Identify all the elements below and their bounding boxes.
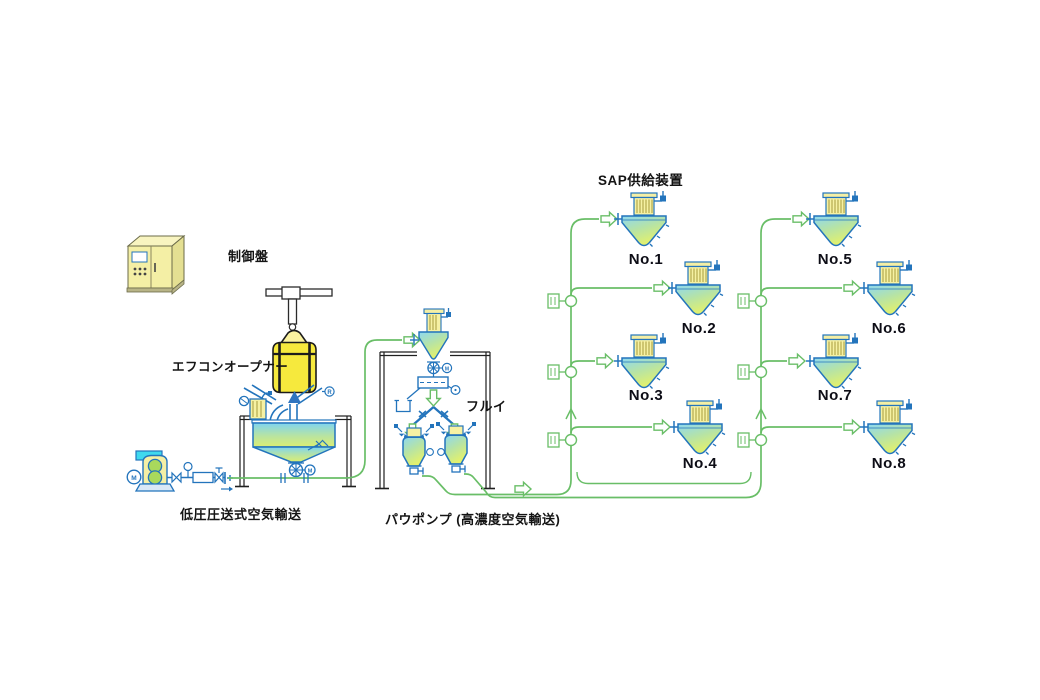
receiver-7 bbox=[805, 332, 862, 390]
sieve-rotary-valve: M bbox=[427, 361, 453, 375]
motor-symbol: M bbox=[131, 475, 136, 482]
label-receiver-6: No.6 bbox=[871, 320, 907, 337]
label-bag-opener: エフコンオープナー bbox=[172, 360, 289, 374]
panel-screen bbox=[131, 251, 148, 263]
control-panel bbox=[126, 234, 186, 295]
label-receiver-5: No.5 bbox=[817, 251, 853, 268]
bag-opener-station: R M bbox=[235, 384, 356, 488]
receiving-hopper: M bbox=[251, 419, 337, 478]
blower-piping bbox=[167, 461, 233, 492]
dust-filter-unit bbox=[238, 391, 272, 420]
receiver-4 bbox=[669, 398, 726, 456]
label-sieve: フルイ bbox=[466, 399, 507, 414]
label-sap-feeder-title: SAP供給装置 bbox=[598, 173, 684, 188]
pow-pump-2 bbox=[435, 421, 477, 474]
receiver-8 bbox=[859, 398, 916, 456]
regulator-symbol: R bbox=[327, 390, 332, 396]
motor-symbol: M bbox=[445, 366, 449, 372]
receiver-1 bbox=[613, 190, 670, 248]
label-receiver-8: No.8 bbox=[871, 455, 907, 472]
pump-frame bbox=[375, 351, 495, 490]
label-pow-pump-line: パウポンプ (高濃度空気輸送) bbox=[385, 512, 561, 527]
distribution-piping bbox=[422, 218, 842, 499]
flow-arrows bbox=[514, 211, 861, 497]
conveying-line-low-pressure bbox=[228, 332, 421, 483]
label-control-panel: 制御盤 bbox=[228, 249, 269, 264]
label-low-pressure-line: 低圧圧送式空気輸送 bbox=[180, 507, 302, 522]
receiver-6 bbox=[859, 259, 916, 317]
sieve-unit bbox=[394, 373, 461, 413]
blower-unit: M bbox=[126, 450, 233, 492]
motor-symbol: M bbox=[308, 469, 313, 475]
receiver-2 bbox=[667, 259, 724, 317]
bag-hoist bbox=[265, 286, 333, 337]
receiver-3 bbox=[613, 332, 670, 390]
label-receiver-1: No.1 bbox=[628, 251, 664, 268]
sieve-station: M bbox=[375, 308, 495, 490]
label-receiver-3: No.3 bbox=[628, 387, 664, 404]
receiver-5 bbox=[805, 190, 862, 248]
pump-feed-splitter bbox=[405, 389, 462, 441]
fibc-bag bbox=[272, 329, 317, 394]
label-receiver-7: No.7 bbox=[817, 387, 853, 404]
label-receiver-4: No.4 bbox=[682, 455, 718, 472]
label-receiver-2: No.2 bbox=[681, 320, 717, 337]
opener-cone bbox=[288, 391, 301, 403]
sieve-cyclone bbox=[410, 308, 451, 360]
